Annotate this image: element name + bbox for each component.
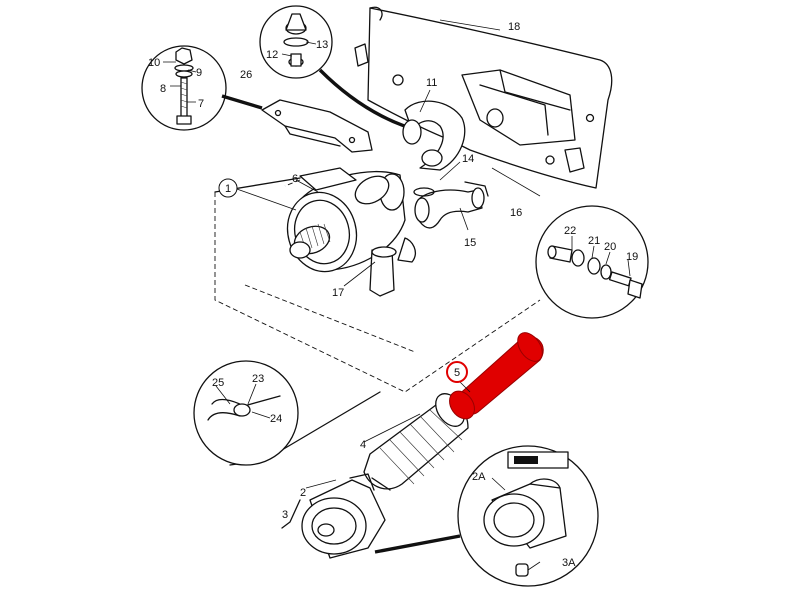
callout-1: 1 <box>225 183 231 195</box>
air-filter-assembly-1[interactable] <box>279 167 416 297</box>
callout-11: 11 <box>426 77 437 89</box>
inset-clip <box>193 360 299 466</box>
callout-2: 2 <box>300 487 306 499</box>
callout-6: 6 <box>292 173 298 185</box>
callout-5-ring <box>446 361 468 383</box>
callout-24: 24 <box>270 413 282 425</box>
callout-13: 13 <box>316 39 328 51</box>
callout-26: 26 <box>240 69 252 81</box>
callout-17: 17 <box>332 287 344 299</box>
callout-3a: 3A <box>562 557 576 569</box>
filter-housing-2[interactable] <box>301 473 391 559</box>
mounting-panel-18[interactable] <box>354 6 613 189</box>
callout-9: 9 <box>196 67 202 79</box>
callout-12: 12 <box>266 49 278 61</box>
callout-3: 3 <box>282 509 288 521</box>
callout-16: 16 <box>510 207 522 219</box>
clamp-14[interactable] <box>413 187 435 197</box>
callout-5: 5 <box>454 367 460 379</box>
callout-8: 8 <box>160 83 166 95</box>
duct-tube-5[interactable] <box>444 328 547 423</box>
leader-lines <box>233 19 541 489</box>
callout-4: 4 <box>360 439 366 451</box>
callout-23: 23 <box>252 373 264 385</box>
hose-11[interactable] <box>402 100 466 171</box>
hose-15[interactable] <box>414 181 489 229</box>
inset-grommet <box>259 5 333 79</box>
callout-21: 21 <box>588 235 600 247</box>
callout-14: 14 <box>462 153 474 165</box>
callout-2a: 2A <box>472 471 486 483</box>
callout-15: 15 <box>464 237 476 249</box>
callout-20: 20 <box>604 241 616 253</box>
callout-7: 7 <box>198 98 204 110</box>
callout-18: 18 <box>508 21 520 33</box>
inset-bolt-assembly <box>141 45 227 131</box>
inset-mount-bolt <box>535 205 649 319</box>
inset-housing-2a <box>457 445 599 587</box>
bracket-26[interactable] <box>261 99 373 153</box>
callout-10: 10 <box>148 57 160 69</box>
callout-labels: 1 5 6 7 8 9 10 11 12 13 14 15 16 17 18 1… <box>148 21 638 569</box>
callout-19: 19 <box>626 251 638 263</box>
callout-25: 25 <box>212 377 224 389</box>
callout-1-ring <box>218 178 238 198</box>
callout-22: 22 <box>564 225 576 237</box>
